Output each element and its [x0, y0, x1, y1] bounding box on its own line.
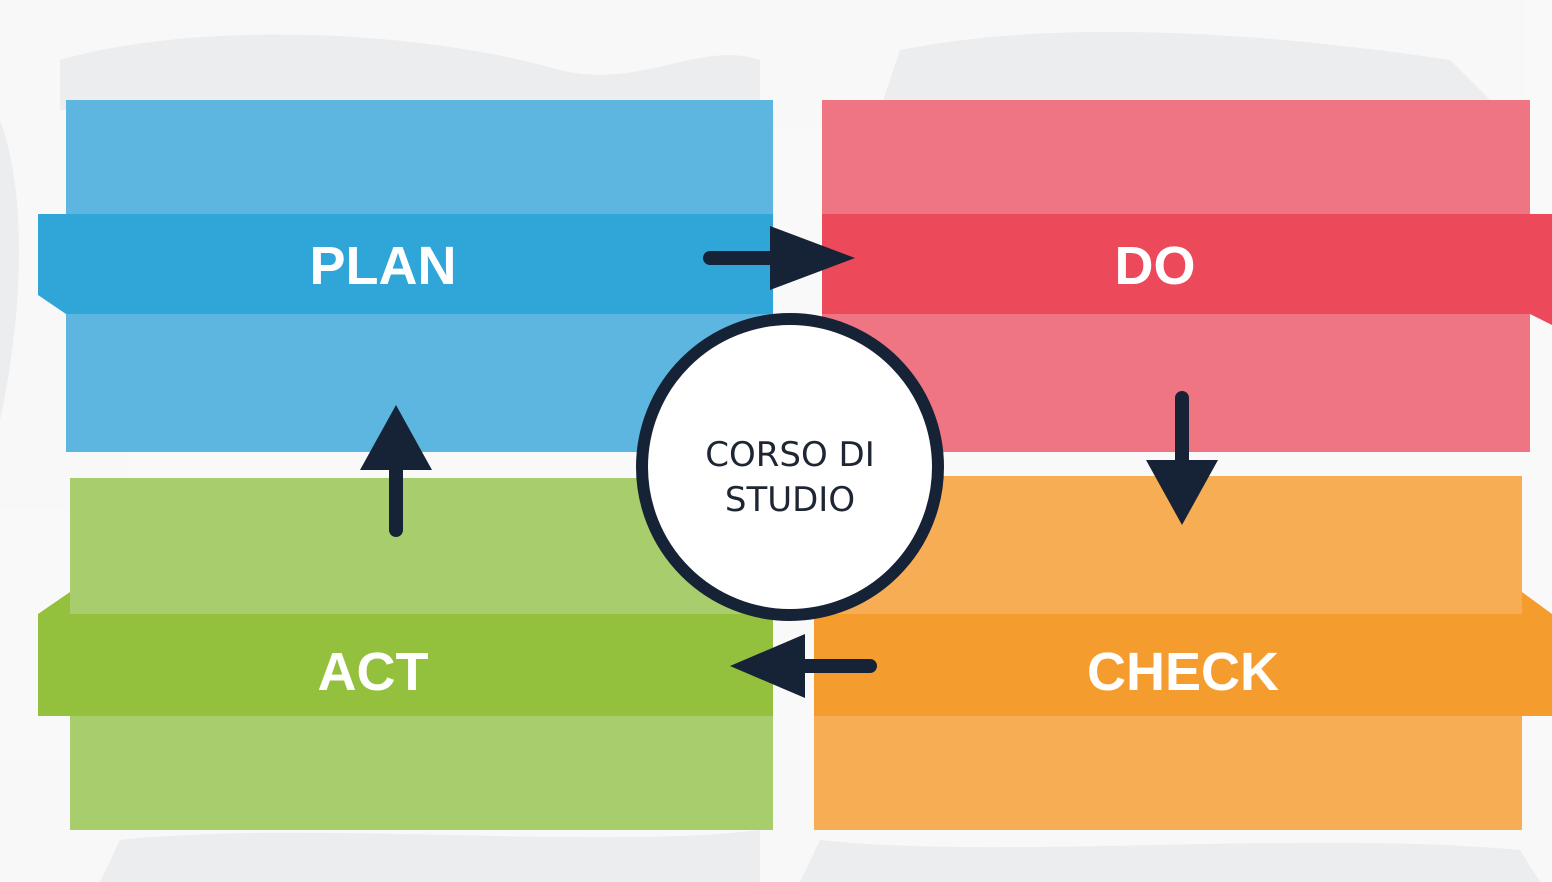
arrow-do-to-check — [1146, 391, 1218, 525]
center-text-line2: STUDIO — [725, 480, 855, 520]
arrow-plan-to-do — [703, 226, 855, 290]
plan-label: PLAN — [310, 236, 457, 296]
act-band — [38, 614, 773, 716]
plan-band — [38, 214, 773, 314]
center-text-line1: CORSO DI — [705, 435, 875, 475]
arrow-act-to-plan — [360, 405, 432, 537]
check-quadrant: CHECK — [814, 476, 1552, 830]
check-label: CHECK — [1087, 642, 1279, 702]
check-band — [814, 614, 1552, 716]
do-label: DO — [1115, 236, 1196, 296]
do-band — [822, 214, 1552, 325]
center-circle: CORSO DI STUDIO — [636, 313, 944, 621]
center-circle-shape — [636, 313, 944, 621]
act-label: ACT — [318, 642, 429, 702]
arrow-check-to-act — [730, 634, 877, 698]
check-band-tab — [1522, 592, 1552, 614]
flow-arrows — [360, 226, 1218, 698]
act-band-tab — [38, 592, 70, 614]
act-quadrant: ACT — [38, 478, 773, 830]
do-quadrant: DO — [822, 100, 1552, 452]
